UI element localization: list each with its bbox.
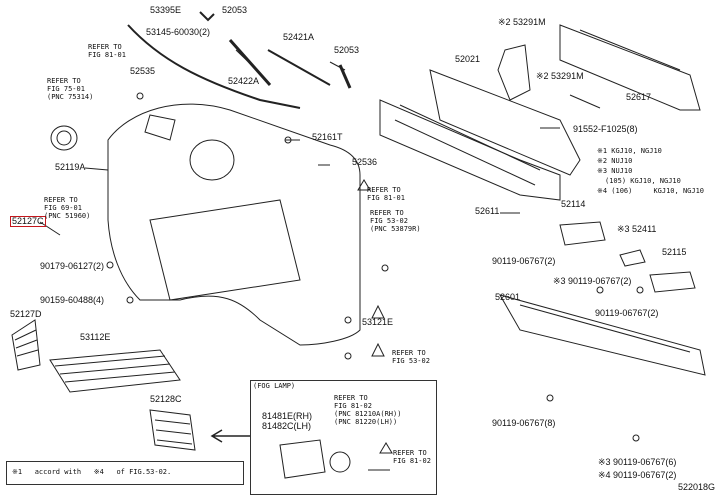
- fog-cover-right: [149, 409, 196, 451]
- bumper-cover-outline: [107, 103, 361, 346]
- label-p52161T: 52161T: [312, 132, 343, 142]
- label-p90159: 90159-60488(4): [40, 295, 105, 305]
- label-r81_01b: REFER TO FIG 81-01: [367, 186, 405, 202]
- label-p90119b: ※3 90119-06767(2): [553, 276, 632, 286]
- footer-note-box: [6, 461, 244, 485]
- label-p53291M: ※2 53291M: [498, 17, 546, 27]
- label-p52115: 52115: [662, 247, 687, 257]
- label-p90179: 90179-06127(2): [40, 261, 105, 271]
- lower-grille: [49, 349, 181, 393]
- label-r53_02b: REFER TO FIG 53-02: [392, 349, 430, 365]
- label-p52535: 52535: [130, 66, 156, 76]
- reinforcement-bar: [379, 99, 561, 201]
- fog-lamp-inset-box: [250, 380, 437, 495]
- label-r53_02a: REFER TO FIG 53-02 (PNC 53879R): [370, 209, 421, 233]
- label-p53112E: 53112E: [80, 332, 111, 342]
- bumper-cover-emblem: [189, 139, 235, 181]
- label-p52601: 52601: [495, 292, 521, 302]
- label-p53145: 53145-60030(2): [146, 27, 211, 37]
- label-p90119c: 90119-06767(2): [595, 308, 659, 318]
- label-p52119A: 52119A: [55, 162, 86, 172]
- energy-absorber: [429, 69, 581, 176]
- label-r81_02a: REFER TO FIG 81-02 (PNC 81210A(RH)) (PNC…: [334, 394, 402, 426]
- label-p81481E: 81481E(RH): [262, 411, 313, 421]
- label-footer-note: ※1 accord with ※4 of FIG.53-02.: [12, 468, 172, 476]
- label-p52411: ※3 52411: [617, 224, 657, 234]
- label-p52053b: 52053: [334, 45, 360, 55]
- label-diagram-code: 522018G: [678, 482, 716, 492]
- label-p90119e: ※3 90119-06767(6): [598, 457, 677, 467]
- label-p52422A: 52422A: [228, 76, 260, 86]
- label-p52021: 52021: [455, 54, 481, 64]
- lower-spoiler: [498, 294, 706, 376]
- label-p53121E: 53121E: [362, 317, 394, 327]
- label-p52114: 52114: [561, 199, 586, 209]
- label-r81_01a: REFER TO FIG 81-01: [88, 43, 126, 59]
- bracket: [559, 24, 701, 111]
- label-r81_02b: REFER TO FIG 81-02: [393, 449, 431, 465]
- label-p90119f: ※4 90119-06767(2): [598, 470, 677, 480]
- label-n5: ※4 (106) KGJ10, NGJ10: [597, 187, 705, 195]
- upper-strip: [127, 24, 301, 109]
- label-n4: (105) KGJ10, NGJ10: [605, 177, 681, 185]
- label-p52617: 52617: [626, 92, 652, 102]
- label-p91552: 91552-F1025(8): [573, 124, 638, 134]
- label-p52127C: 52127C: [10, 216, 46, 227]
- label-p52536: 52536: [352, 157, 378, 167]
- label-p53291M2: ※2 53291M: [536, 71, 584, 81]
- fog-cover-left: [11, 319, 41, 371]
- label-p81482C: 81482C(LH): [262, 421, 312, 431]
- bumper-cover-grille: [149, 199, 301, 301]
- label-p52127D: 52127D: [10, 309, 42, 319]
- arrow: [210, 429, 250, 443]
- label-p90119a: 90119-06767(2): [492, 256, 556, 266]
- label-p52611: 52611: [475, 206, 500, 216]
- label-r75_01: REFER TO FIG 75-01 (PNC 75314): [47, 77, 94, 101]
- label-p52421A: 52421A: [283, 32, 315, 42]
- label-n1: ※1 KGJ10, NGJ10: [597, 147, 662, 155]
- label-p53395E: 53395E: [150, 5, 182, 15]
- label-r69_01: REFER TO FIG 69-01 (PNC 51960): [44, 196, 91, 220]
- label-p52053a: 52053: [222, 5, 248, 15]
- label-p90119d: 90119-06767(8): [492, 418, 556, 428]
- label-p52128C: 52128C: [150, 394, 182, 404]
- label-n3: ※3 NUJ10: [597, 167, 633, 175]
- label-inset-title: (FOG LAMP): [253, 382, 296, 390]
- emblem: [50, 125, 78, 151]
- label-n2: ※2 NUJ10: [597, 157, 633, 165]
